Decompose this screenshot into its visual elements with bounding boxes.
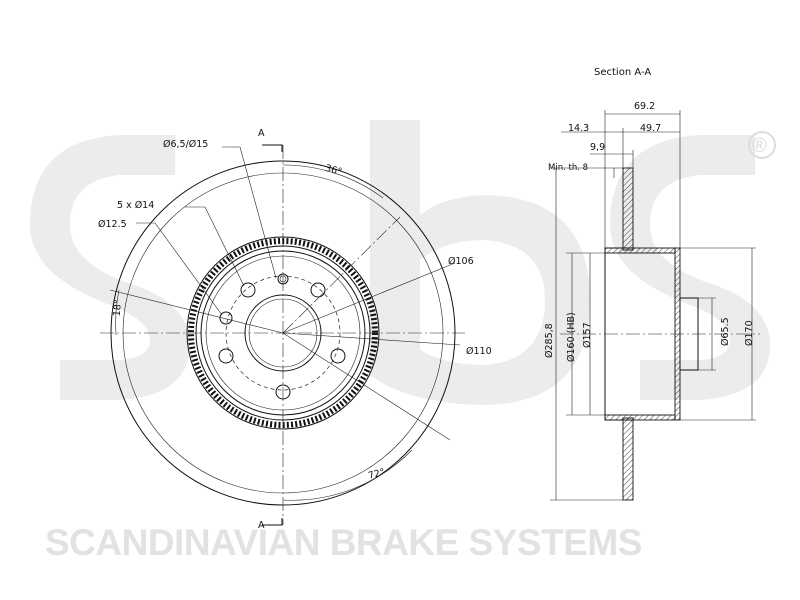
leader-hole-dims [222, 146, 277, 279]
leader-bolt-alt [136, 222, 223, 316]
label-hub-diameter: Ø160 (HB) [566, 312, 577, 362]
bolt-hole [310, 282, 326, 298]
label-hat-diameter: Ø170 [744, 320, 755, 346]
bolt-hole [240, 282, 256, 298]
section-view: Section A-A 69.2 14.3 49.7 9,9 Min. th. … [544, 67, 760, 501]
section-marker-bottom: A [258, 520, 265, 531]
angle-arc-18 [115, 289, 120, 336]
center-line-18deg [109, 289, 284, 334]
locating-hole [219, 311, 233, 325]
label-outer-diameter: Ø285,8 [544, 323, 555, 358]
label-bolt-alt: Ø12.5 [98, 219, 127, 230]
label-angle-36: 36° [324, 163, 343, 178]
leader-110 [282, 332, 461, 346]
bolt-holes [218, 273, 346, 400]
label-hat-depth: 49.7 [640, 123, 661, 134]
label-bolt-pattern: 5 x Ø14 [117, 200, 154, 211]
label-total-height: 69.2 [634, 101, 655, 112]
bolt-hole [218, 348, 234, 364]
section-marker-top: A [258, 128, 265, 139]
registered-circle [748, 131, 776, 159]
label-angle-72: 72° [367, 467, 386, 482]
section-title: Section A-A [594, 67, 651, 78]
center-line-72deg [282, 332, 451, 441]
angle-arc-72 [282, 449, 413, 501]
friction-ring-top [622, 167, 634, 251]
label-center-bore: Ø65.5 [720, 317, 731, 346]
leader-bolt-pattern [185, 206, 245, 287]
label-pcd-110: Ø110 [466, 346, 492, 357]
label-hole-dims: Ø6,5/Ø15 [163, 139, 208, 150]
watermark: ® SCANDINAVIAN BRAKE SYSTEMS [30, 120, 776, 563]
hat-wall-top [604, 247, 676, 254]
leader-106 [282, 262, 456, 334]
label-thickness: 9,9 [590, 142, 605, 153]
section-arrow-bottom [262, 518, 283, 526]
label-angle-18: 18° [112, 299, 124, 317]
brand-name: SCANDINAVIAN BRAKE SYSTEMS [45, 522, 642, 563]
center-line-36deg [282, 216, 401, 334]
label-offset-143: 14.3 [568, 123, 589, 134]
section-arrow-top [262, 144, 283, 152]
registered-mark: ® [752, 135, 767, 157]
hat-wall-bottom [604, 414, 676, 421]
label-inner-diameter: Ø157 [582, 322, 593, 348]
angle-arc-36 [282, 164, 384, 199]
front-view: A A Ø6,5/Ø15 5 x Ø14 Ø12.5 36° 18° 72° Ø… [98, 128, 492, 531]
sbs-logo-watermark [30, 120, 770, 405]
friction-ring-bottom [622, 417, 634, 501]
label-pcd-106: Ø106 [448, 256, 474, 267]
bolt-hole [330, 348, 346, 364]
